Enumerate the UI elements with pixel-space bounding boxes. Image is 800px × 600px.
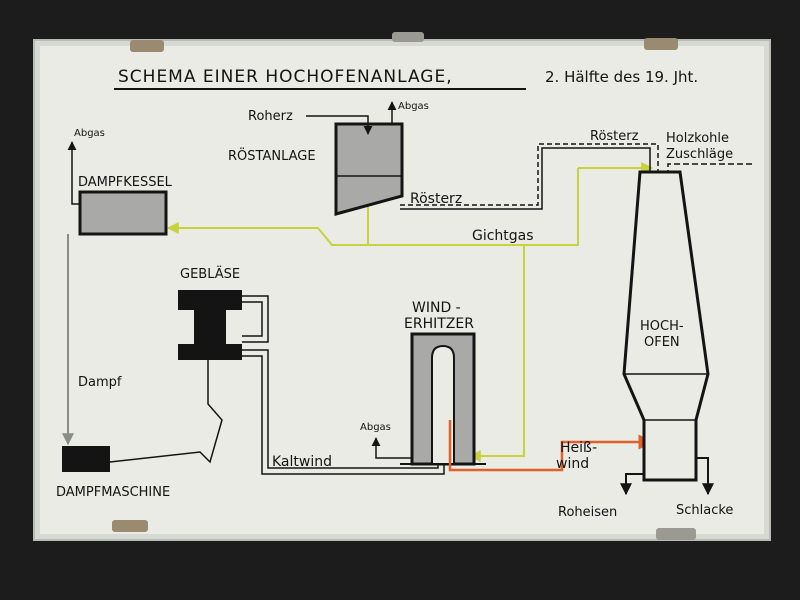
abgas-winderhitzer-arrow bbox=[371, 437, 412, 459]
label-zuschlaege: Zuschläge bbox=[666, 147, 733, 162]
label-hochofen-line1: HOCH- bbox=[640, 319, 684, 334]
dampfmaschine bbox=[62, 446, 110, 472]
drive-linkage bbox=[109, 360, 223, 464]
label-dampfmaschine: DAMPFMASCHINE bbox=[56, 485, 170, 500]
label-gichtgas: Gichtgas bbox=[472, 228, 534, 244]
label-abgas-winderhitzer: Abgas bbox=[360, 422, 391, 433]
schlacke-arrow bbox=[696, 457, 714, 496]
label-dampf: Dampf bbox=[78, 375, 122, 390]
clip-top-center bbox=[392, 32, 424, 42]
label-kaltwind: Kaltwind bbox=[272, 454, 332, 470]
roheisen-arrow bbox=[620, 473, 644, 496]
label-heisswind-line1: Heiß- bbox=[560, 440, 597, 456]
roherz-arrow bbox=[306, 115, 373, 135]
diagram-title: SCHEMA EINER HOCHOFENANLAGE, bbox=[118, 67, 453, 87]
winderhitzer bbox=[400, 332, 486, 466]
label-geblaese: GEBLÄSE bbox=[180, 266, 240, 282]
label-roestanlage: RÖSTANLAGE bbox=[228, 147, 316, 164]
clip-top-right bbox=[644, 38, 678, 50]
label-heisswind-line2: wind bbox=[556, 456, 589, 472]
heisswind-line bbox=[448, 420, 654, 472]
label-roherz: Roherz bbox=[248, 109, 293, 124]
clip-bottom-left bbox=[112, 520, 148, 532]
geblaese bbox=[178, 290, 269, 378]
dampfkessel bbox=[78, 190, 168, 236]
roestanlage bbox=[334, 122, 404, 216]
label-schlacke: Schlacke bbox=[676, 503, 733, 518]
hochofen bbox=[622, 170, 710, 482]
label-dampfkessel: DAMPFKESSEL bbox=[78, 175, 173, 190]
label-winderhitzer-line2: ERHITZER bbox=[404, 316, 474, 332]
clip-top-left bbox=[130, 40, 164, 52]
abgas-dampfkessel-arrow bbox=[67, 141, 80, 205]
label-abgas-dampfkessel: Abgas bbox=[74, 128, 105, 139]
label-roheisen: Roheisen bbox=[558, 505, 617, 520]
roesterz-conveyor bbox=[400, 143, 659, 210]
label-roesterz-mid: Rösterz bbox=[410, 191, 462, 207]
label-hochofen-line2: OFEN bbox=[644, 335, 680, 350]
label-winderhitzer-line1: WIND - bbox=[412, 300, 461, 316]
diagram-subtitle: 2. Hälfte des 19. Jht. bbox=[545, 68, 698, 86]
label-holzkohle: Holzkohle bbox=[666, 131, 729, 146]
label-abgas-roestanlage: Abgas bbox=[398, 101, 429, 112]
clip-bottom-right bbox=[656, 528, 696, 540]
label-roesterz-top: Rösterz bbox=[590, 129, 639, 144]
